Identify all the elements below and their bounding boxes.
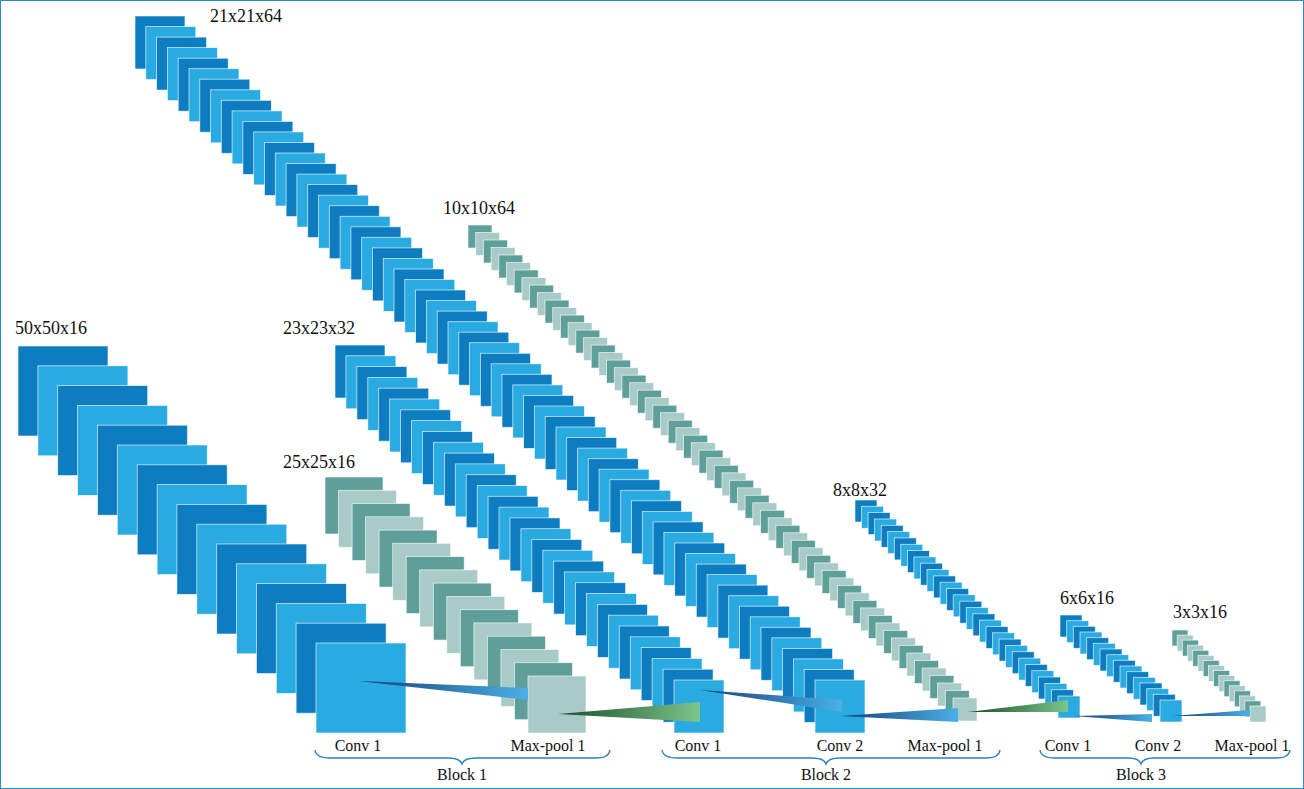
- flow-triangle: [1172, 710, 1250, 716]
- feature-map-stack: [468, 225, 977, 721]
- feature-map-stack: [1060, 615, 1182, 722]
- layer-label: Conv 2: [1135, 737, 1182, 755]
- flow-triangle: [558, 702, 700, 722]
- flow-triangle: [1074, 714, 1152, 722]
- layer-label: Conv 1: [1045, 737, 1092, 755]
- dimension-label: 6x6x16: [1060, 588, 1114, 609]
- feature-map-stack: [335, 345, 724, 733]
- dimension-label: 50x50x16: [15, 318, 87, 339]
- flow-triangle: [358, 681, 528, 700]
- flow-triangle: [840, 708, 958, 722]
- layer-label: Conv 2: [817, 737, 864, 755]
- layer-label: Max-pool 1: [1214, 737, 1289, 755]
- block-label: Block 2: [801, 766, 851, 784]
- block-label: Block 3: [1116, 766, 1166, 784]
- dimension-label: 3x3x16: [1173, 602, 1227, 623]
- block-label: Block 1: [437, 766, 487, 784]
- dimension-label: 21x21x64: [210, 6, 282, 27]
- feature-maps: [18, 16, 1266, 733]
- flow-triangle: [700, 690, 842, 712]
- flow-triangles: [358, 681, 1250, 722]
- layer-label: Conv 1: [675, 737, 722, 755]
- feature-map-stack: [855, 500, 1080, 718]
- dimension-label: 25x25x16: [283, 452, 355, 473]
- layer-label: Max-pool 1: [510, 737, 585, 755]
- feature-map-stack: [135, 16, 865, 733]
- feature-map-stack: [325, 477, 586, 733]
- feature-map-stack: [1172, 630, 1266, 722]
- feature-map: [1160, 700, 1182, 722]
- layer-label: Conv 1: [335, 737, 382, 755]
- dimension-label: 8x8x32: [833, 480, 887, 501]
- layer-label: Max-pool 1: [907, 737, 982, 755]
- feature-map: [1250, 706, 1266, 722]
- flow-triangle: [968, 700, 1068, 712]
- dimension-label: 10x10x64: [443, 198, 515, 219]
- feature-map: [528, 676, 586, 733]
- dimension-label: 23x23x32: [283, 318, 355, 339]
- feature-map-stack: [18, 346, 406, 733]
- feature-map: [316, 643, 406, 733]
